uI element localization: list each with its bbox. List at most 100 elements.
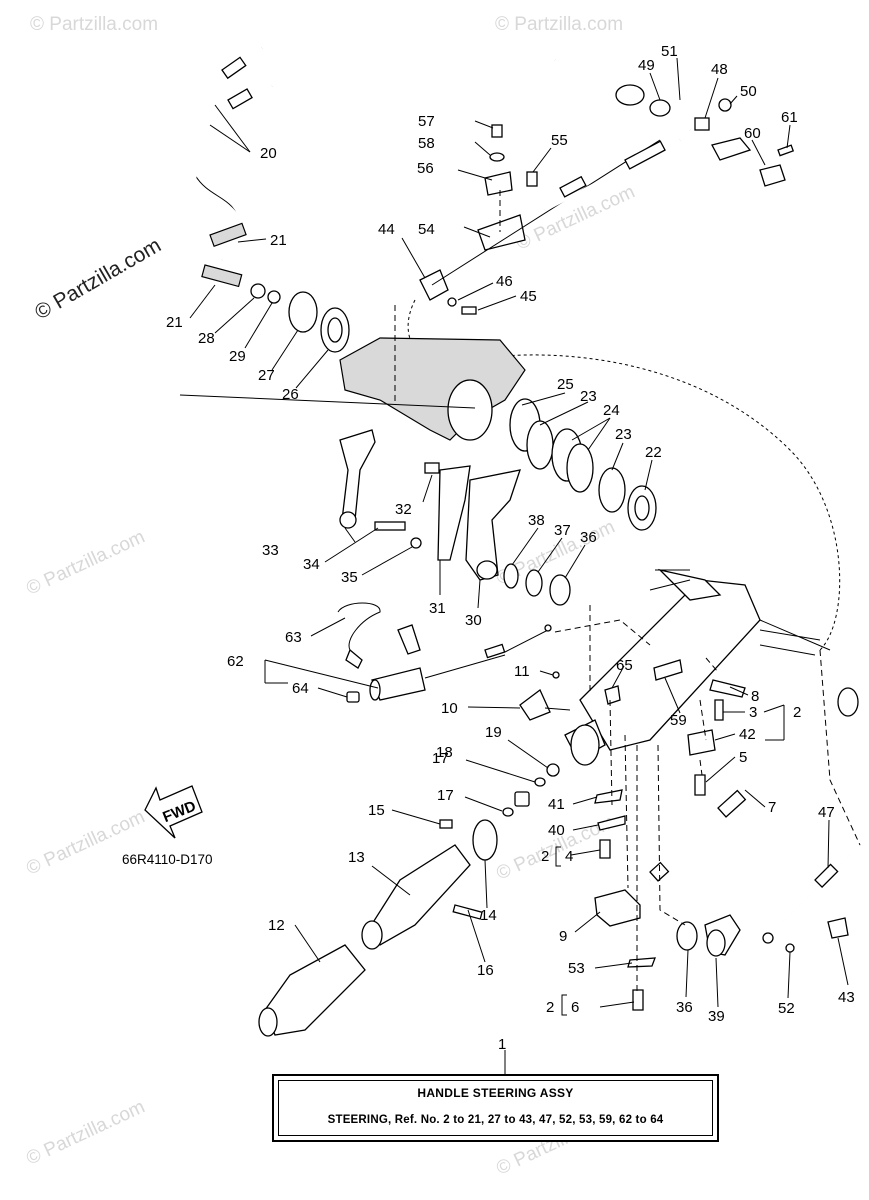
callout: 48: [711, 61, 728, 78]
callout: 21: [166, 314, 183, 331]
knob-10: [519, 688, 551, 721]
shaft-end: [570, 724, 600, 766]
watermark: © Partzilla.com: [513, 181, 638, 254]
callout: 59: [670, 712, 687, 729]
callout: 7: [768, 799, 776, 816]
clip-52: [785, 943, 795, 953]
callout: 36: [676, 999, 693, 1016]
callout: 20: [260, 145, 277, 162]
callout: 15: [368, 802, 385, 819]
watermark: © Partzilla.com: [30, 14, 158, 35]
bolt-57: [491, 124, 503, 138]
callout: 47: [818, 804, 835, 821]
callout: 17: [432, 750, 449, 767]
washer-38: [503, 563, 519, 589]
bolt-45: [461, 306, 477, 315]
callout: 50: [740, 83, 757, 100]
group-brace: [555, 846, 561, 867]
plate-56: [484, 171, 513, 196]
clip-43: [827, 917, 849, 939]
centerline: [609, 699, 613, 806]
callout: 40: [548, 822, 565, 839]
callout: 65: [616, 657, 633, 674]
callout: 14: [480, 907, 497, 924]
bracket-54: [477, 214, 526, 251]
watermark: © Partzilla.com: [23, 806, 148, 879]
washer-19: [546, 763, 560, 777]
lever-33: [339, 429, 376, 521]
callout: 27: [258, 367, 275, 384]
callout: 49: [638, 57, 655, 74]
bushing-36b: [676, 921, 698, 951]
screw-16: [452, 904, 483, 920]
ring-24b: [566, 443, 594, 493]
centerline: [819, 649, 861, 846]
callout: 2: [541, 848, 549, 865]
callout: 34: [303, 556, 320, 573]
throttle-cables: [167, 46, 273, 288]
cap-64: [346, 691, 360, 703]
bolt-55: [526, 171, 538, 187]
screw-4: [599, 839, 611, 859]
callout: 57: [418, 113, 435, 130]
callout: 8: [751, 688, 759, 705]
washer-35: [410, 537, 422, 549]
callout: 19: [485, 724, 502, 741]
callout: 63: [285, 629, 302, 646]
clip-48: [694, 117, 710, 131]
ring-23: [526, 420, 554, 470]
callout: 56: [417, 160, 434, 177]
plate-8: [709, 679, 746, 698]
washer-50: [718, 98, 732, 112]
screw-6: [632, 989, 644, 1011]
leader-lines: [189, 57, 849, 1074]
shift-cable-7: [648, 687, 859, 882]
callout: 42: [739, 726, 756, 743]
callout: 13: [348, 849, 365, 866]
ring-23b: [598, 467, 626, 513]
callout: 30: [465, 612, 482, 629]
callout: 61: [781, 109, 798, 126]
callout: 9: [559, 928, 567, 945]
plate-40: [597, 815, 626, 831]
group-brace: [561, 994, 567, 1016]
watermark-primary: © Partzilla.com: [31, 234, 165, 325]
washer-46: [447, 297, 457, 307]
callout: 12: [268, 917, 285, 934]
callout: 5: [739, 749, 747, 766]
shift-rod-assy: [544, 58, 795, 212]
washer-37: [525, 569, 543, 597]
callout: 10: [441, 700, 458, 717]
callout: 45: [520, 288, 537, 305]
upper-bracket: [339, 337, 526, 441]
holder-9: [594, 889, 641, 927]
callout: 55: [551, 132, 568, 149]
pin-61: [777, 144, 795, 157]
centerline: [624, 734, 629, 889]
clamp-42: [687, 729, 716, 756]
callout: 52: [778, 1000, 795, 1017]
callout: 32: [395, 501, 412, 518]
callout: 60: [744, 125, 761, 142]
legend-description: STEERING, Ref. No. 2 to 21, 27 to 43, 47…: [327, 1114, 664, 1126]
callout: 41: [548, 796, 565, 813]
callout: 31: [429, 600, 446, 617]
callout: 43: [838, 989, 855, 1006]
part-65: [604, 685, 621, 705]
callout: 4: [565, 848, 573, 865]
centerline: [699, 657, 719, 776]
callout: 25: [557, 376, 574, 393]
nut-28: [250, 283, 266, 299]
callout: 62: [227, 653, 244, 670]
washer-29: [267, 290, 281, 304]
callout: 6: [571, 999, 579, 1016]
washer-17a: [534, 777, 546, 787]
callout: 26: [282, 386, 299, 403]
cable-47: [762, 844, 861, 944]
callout: 23: [615, 426, 632, 443]
watermark: © Partzilla.com: [23, 1096, 148, 1169]
watermark: © Partzilla.com: [495, 14, 623, 35]
legend-inner-frame: [278, 1080, 713, 1136]
callout: 21: [270, 232, 287, 249]
